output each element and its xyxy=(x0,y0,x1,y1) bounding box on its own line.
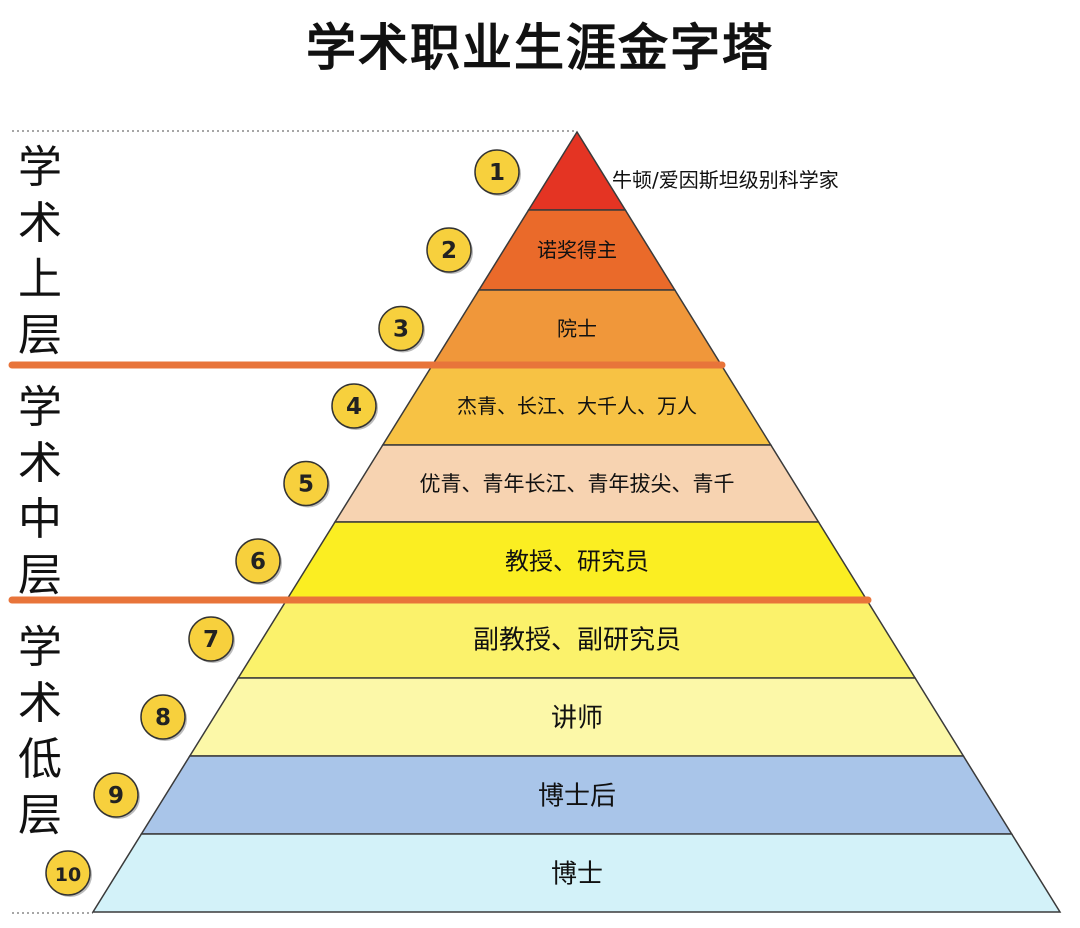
tier-label-char: 术 xyxy=(18,678,62,729)
pyramid-level-1 xyxy=(527,130,627,211)
rank-badge-3 xyxy=(378,305,424,352)
rank-number-7: 7 xyxy=(203,627,219,653)
rank-badge-8 xyxy=(140,694,186,740)
rank-badge-5 xyxy=(283,460,329,507)
level-label-3: 院士 xyxy=(557,317,597,341)
rank-badge-4 xyxy=(331,383,377,429)
rank-badge-9 xyxy=(93,772,139,818)
tier-label-char: 学 xyxy=(18,142,62,193)
rank-number-6: 6 xyxy=(250,549,266,575)
rank-number-9: 9 xyxy=(108,783,124,809)
tier-label-char: 术 xyxy=(18,198,62,249)
page-title: 学术职业生涯金字塔 xyxy=(306,19,774,77)
rank-badge-2 xyxy=(426,227,472,273)
tier-label-char: 低 xyxy=(18,734,62,785)
level-label-5: 优青、青年长江、青年拔尖、青千 xyxy=(420,472,735,496)
tier-label-char: 术 xyxy=(18,438,62,489)
tier-label-char: 学 xyxy=(18,622,62,673)
pyramid-level-10 xyxy=(91,833,1062,913)
rank-badge-6 xyxy=(235,538,281,584)
level-label-6: 教授、研究员 xyxy=(505,548,649,576)
tier-label-char: 上 xyxy=(18,254,62,305)
rank-number-4: 4 xyxy=(346,394,362,420)
tier-label-middle: 学术中层 xyxy=(14,380,66,604)
level-label-9: 博士后 xyxy=(538,781,616,811)
tier-label-upper: 学术上层 xyxy=(14,140,66,364)
level-label-4: 杰青、长江、大千人、万人 xyxy=(457,394,697,418)
tier-label-char: 学 xyxy=(18,382,62,433)
level-label-1: 牛顿/爱因斯坦级别科学家 xyxy=(612,168,839,192)
rank-number-8: 8 xyxy=(155,705,171,731)
rank-badge-10 xyxy=(45,850,91,896)
level-label-10: 博士 xyxy=(551,859,603,889)
rank-number-5: 5 xyxy=(298,472,314,498)
tier-label-lower: 学术低层 xyxy=(14,620,66,844)
rank-badge-1 xyxy=(474,149,520,195)
rank-number-1: 1 xyxy=(489,160,505,186)
rank-number-2: 2 xyxy=(441,238,457,264)
rank-number-10: 10 xyxy=(55,864,81,886)
rank-number-3: 3 xyxy=(393,317,409,343)
rank-badge-7 xyxy=(188,616,234,662)
level-label-7: 副教授、副研究员 xyxy=(473,625,681,655)
tier-label-char: 层 xyxy=(18,310,62,361)
tier-label-char: 中 xyxy=(18,494,62,545)
tier-label-char: 层 xyxy=(18,550,62,601)
level-label-8: 讲师 xyxy=(551,703,603,733)
level-label-2: 诺奖得主 xyxy=(537,238,617,262)
tier-label-char: 层 xyxy=(18,790,62,841)
